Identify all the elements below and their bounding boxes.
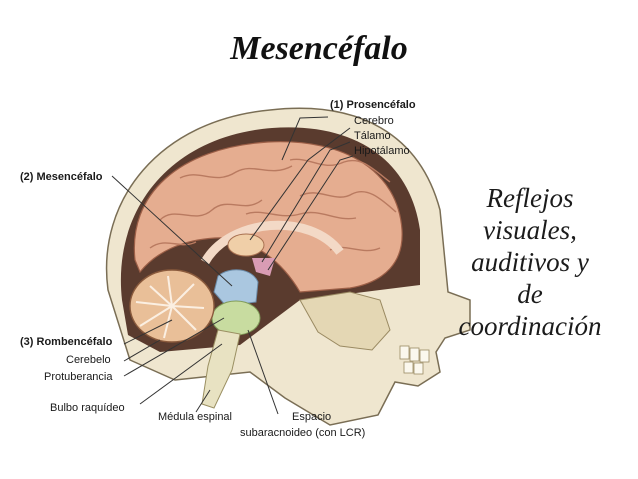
leader-lines: [111, 116, 354, 415]
corpus-callosum: [201, 220, 344, 265]
label-espacio-1: Espacio: [292, 411, 331, 423]
slide-title: Mesencéfalo: [230, 30, 408, 67]
teeth: [399, 345, 430, 375]
caption-line: auditivos y: [471, 247, 589, 277]
caption-line: de: [517, 279, 543, 309]
caption: Reflejos visuales, auditivos y de coordi…: [430, 182, 630, 342]
label-mesencefalo: (2) Mesencéfalo: [20, 171, 103, 183]
arbor-vitae: [135, 275, 205, 339]
caption-line: coordinación: [458, 311, 602, 341]
caption-line: visuales,: [483, 215, 577, 245]
label-hipotalamo: Hipotálamo: [354, 145, 410, 157]
label-bulbo: Bulbo raquídeo: [50, 402, 125, 414]
label-cerebelo: Cerebelo: [66, 354, 111, 366]
label-medula: Médula espinal: [158, 411, 232, 423]
hypothalamus: [252, 258, 275, 276]
gyri: [149, 158, 397, 252]
label-espacio-2: subaracnoideo (con LCR): [240, 427, 365, 439]
label-rombencefalo: (3) Rombencéfalo: [20, 336, 113, 348]
label-cerebro: Cerebro: [354, 115, 394, 127]
label-protuberancia: Protuberancia: [44, 371, 113, 383]
caption-line: Reflejos: [486, 183, 574, 213]
thalamus: [227, 233, 265, 257]
cerebrum-shape: [133, 141, 403, 293]
label-talamo: Tálamo: [354, 130, 391, 142]
label-prosencefalo: (1) Prosencéfalo: [330, 99, 416, 111]
face-bones: [299, 291, 391, 351]
spinal-cord: [201, 329, 241, 409]
